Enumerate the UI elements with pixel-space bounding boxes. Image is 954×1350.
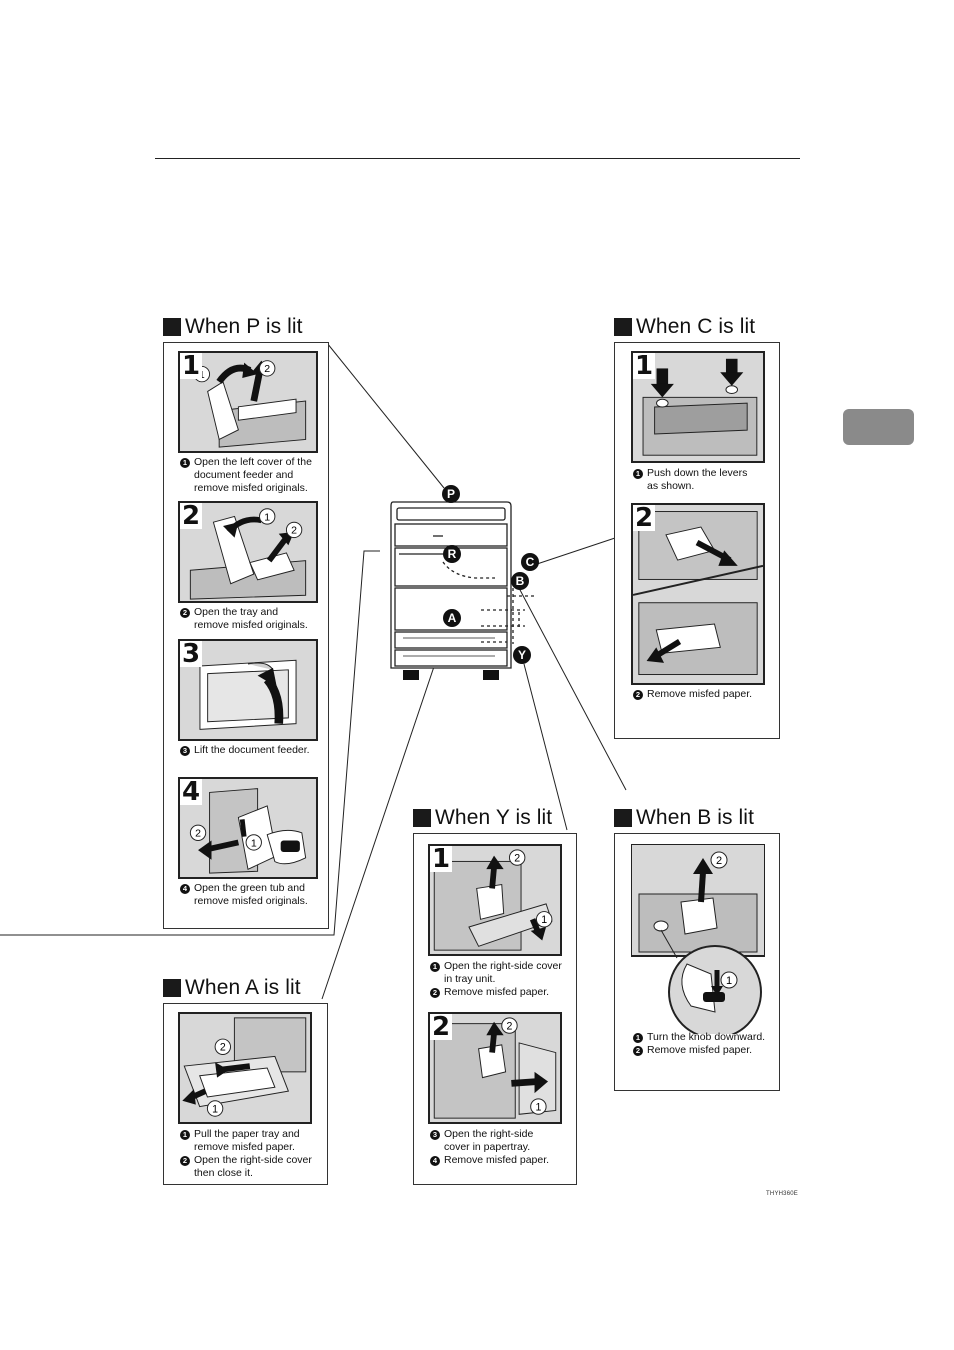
svg-text:2: 2: [291, 525, 297, 537]
header-rule: [155, 158, 800, 159]
title-square-icon: [614, 318, 632, 336]
marker-b: B: [511, 572, 529, 590]
svg-text:1: 1: [251, 837, 257, 849]
illus-p-4: 2 1 4: [178, 777, 318, 879]
figure-reference-code: THYH360E: [766, 1191, 798, 1197]
illus-p-2: 1 2 2: [178, 501, 318, 603]
illus-y-1: 2 1 1: [428, 844, 562, 956]
copier-diagram: [385, 492, 545, 684]
section-title-p: When P is lit: [163, 314, 303, 340]
step-number: 3: [180, 639, 203, 669]
step-number: 4: [180, 777, 203, 807]
section-title-c: When C is lit: [614, 314, 755, 340]
illus-p-3: 3: [178, 639, 318, 741]
title-square-icon: [163, 979, 181, 997]
illus-a: 2 1: [178, 1012, 312, 1124]
marker-y: Y: [513, 646, 531, 664]
section-title-y: When Y is lit: [413, 805, 552, 831]
svg-text:1: 1: [535, 1101, 541, 1113]
mark-2: 2: [264, 363, 270, 375]
marker-r: R: [443, 545, 461, 563]
illus-y-2: 2 1 2: [428, 1012, 562, 1124]
step-number: 2: [633, 503, 656, 533]
svg-text:2: 2: [195, 828, 201, 840]
marker-c: C: [521, 553, 539, 571]
marker-p: P: [442, 485, 460, 503]
svg-text:1: 1: [212, 1103, 218, 1115]
title-square-icon: [413, 809, 431, 827]
svg-text:1: 1: [541, 914, 547, 926]
title-square-icon: [163, 318, 181, 336]
svg-text:1: 1: [726, 975, 732, 987]
chapter-tab: [843, 409, 914, 445]
step-number: 2: [430, 1012, 453, 1042]
step-number: 1: [180, 351, 203, 381]
svg-text:2: 2: [507, 1020, 513, 1032]
illus-p-1: 1 2 1: [178, 351, 318, 453]
title-square-icon: [614, 809, 632, 827]
illus-c-2: 2: [631, 503, 765, 685]
step-number: 2: [180, 501, 203, 531]
svg-text:2: 2: [220, 1042, 226, 1054]
section-title-a: When A is lit: [163, 975, 301, 1001]
marker-a: A: [443, 609, 461, 627]
svg-text:2: 2: [716, 855, 722, 867]
illus-b: 2 1: [631, 844, 765, 1034]
svg-text:1: 1: [264, 511, 270, 523]
section-title-b: When B is lit: [614, 805, 754, 831]
step-number: 1: [430, 844, 453, 874]
step-number: 1: [633, 351, 656, 381]
illus-c-1: 1: [631, 351, 765, 463]
svg-text:2: 2: [514, 852, 520, 864]
